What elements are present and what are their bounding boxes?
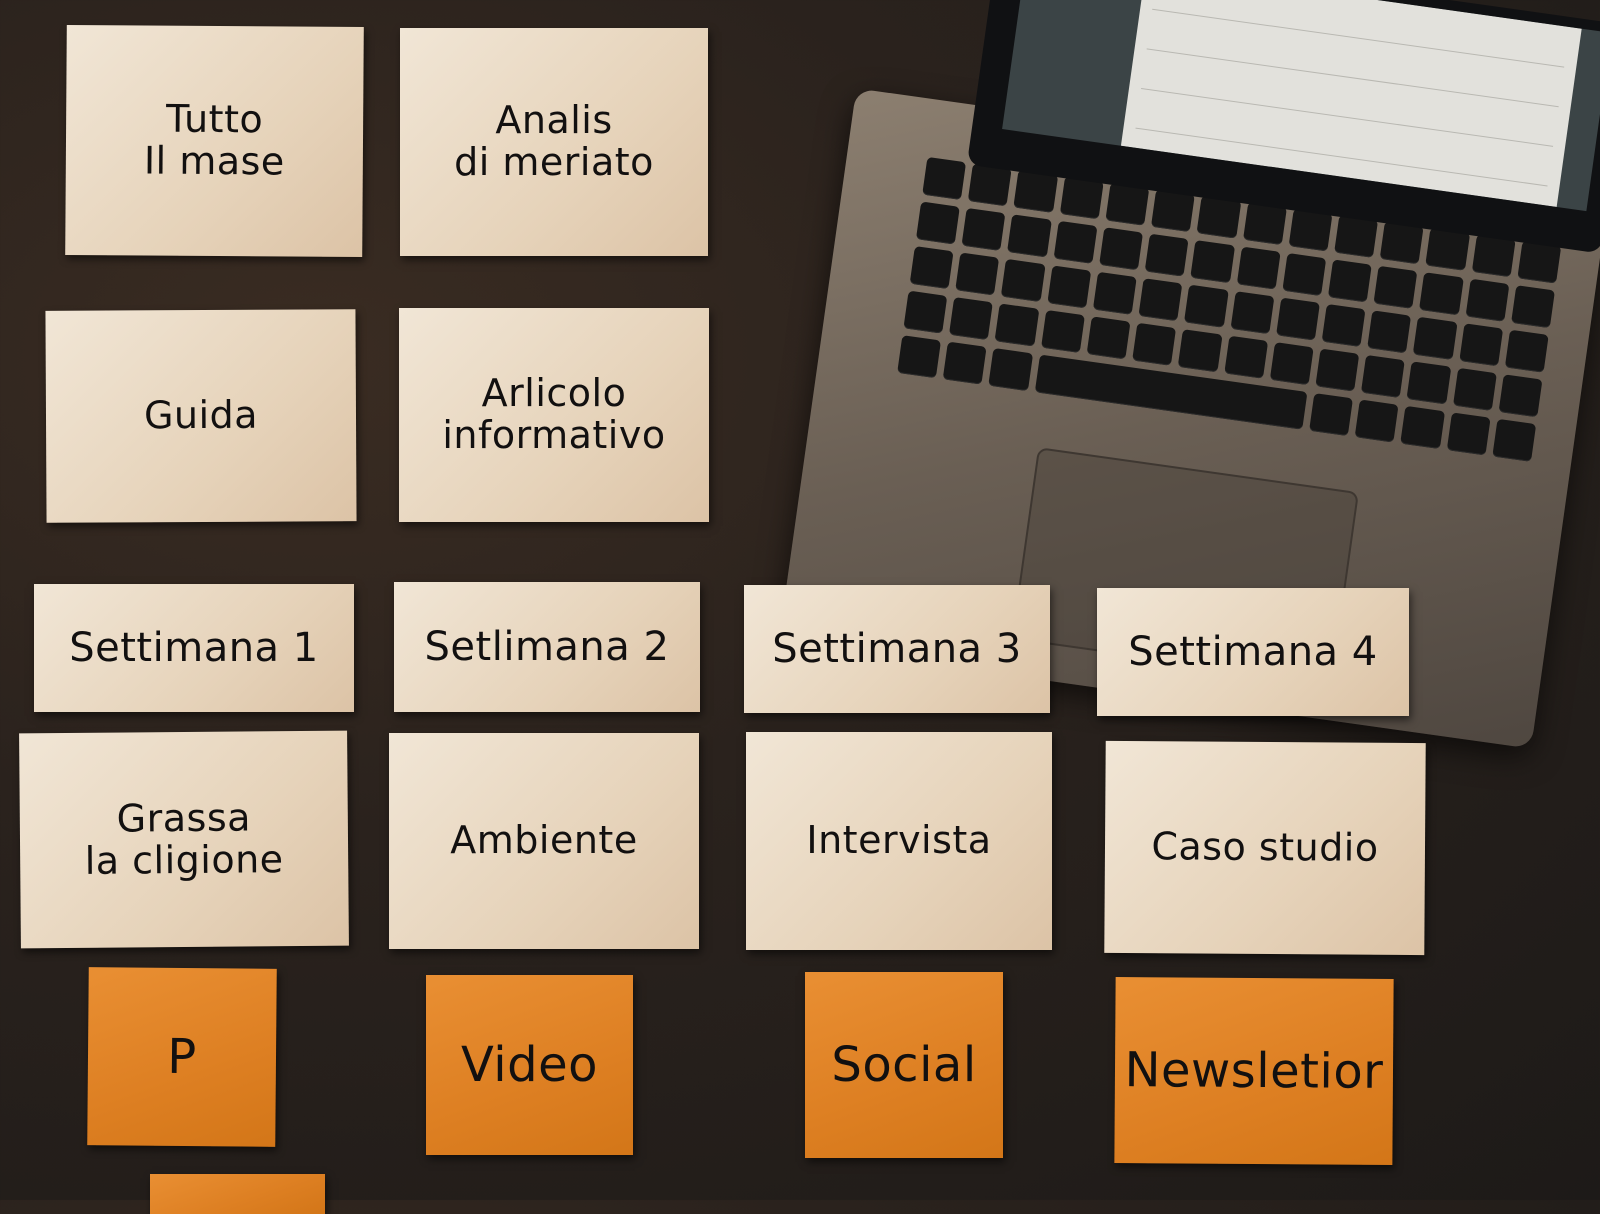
card-label: Tutto Il mase — [143, 96, 285, 184]
week-card: Setlimana 2 — [394, 582, 700, 712]
week-card: Settimana 3 — [744, 585, 1050, 713]
card-label: Arlicolo informativo — [442, 371, 666, 457]
sticky-label: P — [167, 1028, 197, 1085]
card-label: Ambiente — [450, 818, 638, 863]
format-sticky-note: P — [87, 967, 277, 1147]
laptop-screen — [1002, 0, 1600, 212]
partial-sticky-note — [150, 1174, 325, 1214]
theme-card: Intervista — [746, 732, 1052, 950]
sticky-label: Video — [461, 1036, 598, 1093]
topic-card: Analis di meriato — [400, 28, 708, 256]
screen-document — [1120, 0, 1582, 207]
card-label: Analis di meriato — [454, 98, 654, 184]
week-label: Setlimana 2 — [424, 624, 670, 670]
format-sticky-note: Social — [805, 972, 1003, 1158]
week-label: Settimana 4 — [1128, 629, 1378, 675]
topic-card: Arlicolo informativo — [399, 308, 709, 522]
week-label: Settimana 1 — [69, 625, 319, 671]
sticky-label: Newsletior — [1124, 1041, 1384, 1100]
week-label: Settimana 3 — [772, 626, 1022, 672]
card-label: Intervista — [806, 818, 992, 863]
format-sticky-note: Newsletior — [1114, 977, 1394, 1165]
format-sticky-note: Video — [426, 975, 633, 1155]
theme-card: Ambiente — [389, 733, 699, 949]
topic-card: Guida — [45, 309, 357, 523]
theme-card: Caso studio — [1104, 740, 1426, 956]
card-label: Grassa la cligione — [84, 795, 284, 883]
topic-card: Tutto Il mase — [65, 24, 364, 258]
card-label: Guida — [143, 392, 259, 438]
week-card: Settimana 4 — [1097, 588, 1409, 716]
theme-card: Grassa la cligione — [19, 730, 349, 949]
sticky-label: Social — [831, 1036, 977, 1093]
week-card: Settimana 1 — [34, 584, 354, 712]
card-label: Caso studio — [1151, 824, 1379, 870]
